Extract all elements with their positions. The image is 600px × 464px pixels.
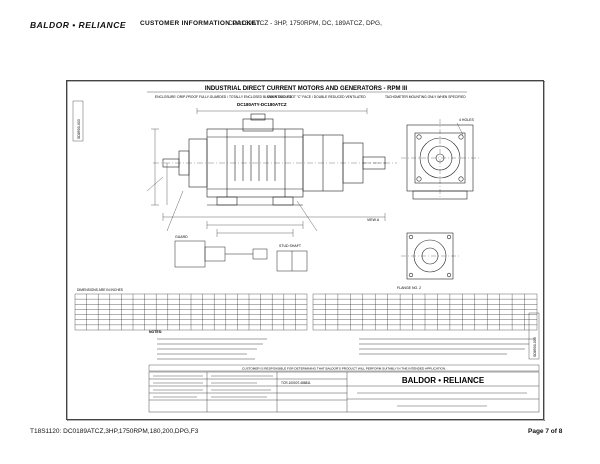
view-a-label: VIEW A bbox=[367, 218, 380, 222]
title-block bbox=[148, 371, 540, 413]
mounting-note: MOUNTING: FOOT "C" FACE / DOUBLE REDUCED… bbox=[267, 95, 366, 99]
tach-mount-note: TACHOMETER MOUNTING ONLY WHEN SPECIFIED bbox=[385, 95, 466, 99]
engineering-drawing: INDUSTRIAL DIRECT CURRENT MOTORS AND GEN… bbox=[66, 80, 546, 422]
enclosure-note: ENCLOSURE: DRIP-PROOF FULLY-GUARDED / TO… bbox=[155, 95, 293, 99]
guard-detail bbox=[174, 240, 308, 272]
page-number: Page 7 of 8 bbox=[528, 428, 563, 435]
packet-title: CUSTOMER INFORMATION PACKET bbox=[140, 20, 261, 27]
brand-logo: BALDOR • RELIANCE bbox=[30, 20, 127, 30]
side-code: SD8900-003 bbox=[77, 119, 81, 139]
engineering-drawing-sheet: INDUSTRIAL DIRECT CURRENT MOTORS AND GEN… bbox=[66, 80, 546, 422]
doc-number: TCR-100007-488811 bbox=[281, 381, 311, 385]
motor-side-view bbox=[153, 113, 397, 206]
title-block-logo: BALDOR • RELIANCE bbox=[402, 376, 485, 385]
drawing-title: INDUSTRIAL DIRECT CURRENT MOTORS AND GEN… bbox=[205, 86, 408, 92]
four-holes-label: 4 HOLES bbox=[459, 118, 474, 122]
notes-lines bbox=[157, 338, 535, 360]
title-block-text bbox=[153, 375, 527, 407]
side-view-dimensions bbox=[146, 108, 386, 237]
guard-label: GUARD bbox=[175, 235, 188, 239]
page-header: BALDOR • RELIANCE CUSTOMER INFORMATION P… bbox=[0, 0, 600, 40]
notes-heading: NOTES: bbox=[149, 330, 162, 334]
flange-label: FLANGE NO. 2 bbox=[397, 286, 421, 290]
product-line: CD0189ATCZ - 3HP, 1750RPM, DC, 189ATCZ, … bbox=[228, 20, 382, 27]
right-side-code: SD8900-003 bbox=[533, 337, 537, 357]
stud-shaft-label: STUD SHAFT bbox=[279, 244, 302, 248]
footer-document-id: T18S1120: DC0189ATCZ,3HP,1750RPM,180,200… bbox=[30, 428, 199, 435]
motor-end-view bbox=[401, 119, 479, 200]
dimension-tables bbox=[74, 293, 538, 331]
customer-note: CUSTOMER IS RESPONSIBLE FOR DETERMINING … bbox=[242, 367, 446, 371]
flange-view bbox=[401, 232, 459, 280]
model-range: DC180ATY-DC180ATCZ bbox=[237, 102, 287, 107]
dimensions-note: DIMENSIONS ARE IN INCHES bbox=[77, 288, 124, 292]
